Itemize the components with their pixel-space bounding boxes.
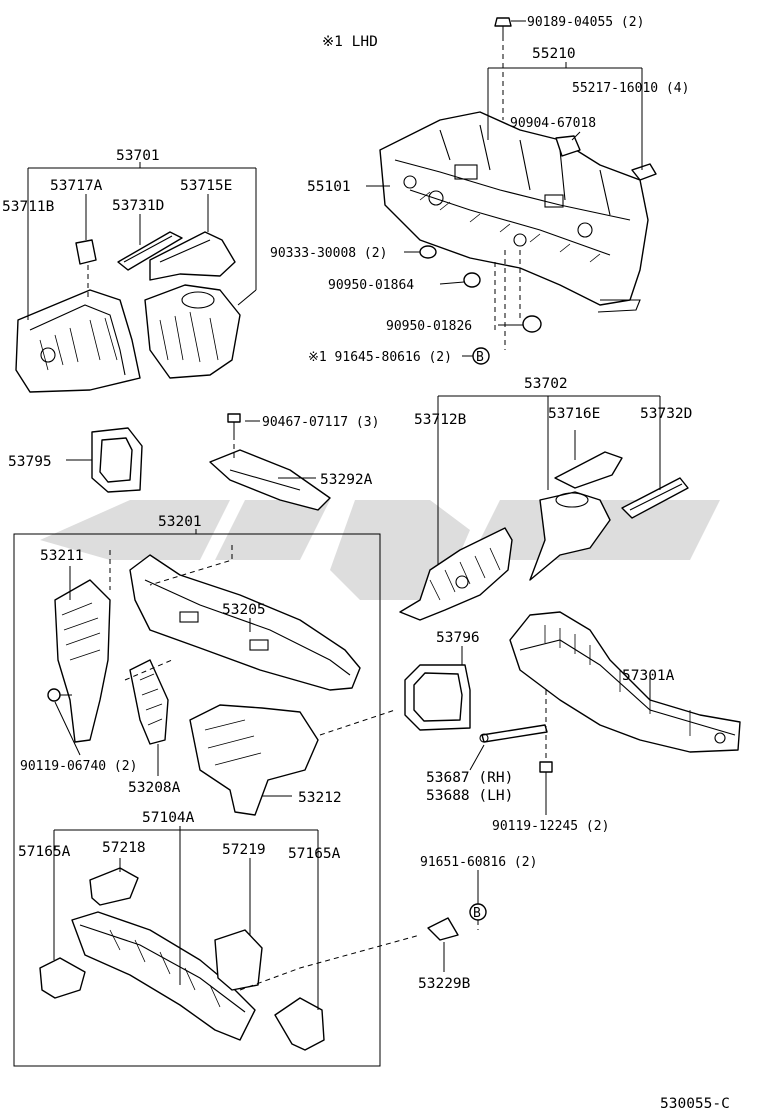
callout-55101: 55101 [307,179,351,195]
seal-53795 [91,427,143,493]
labels: ※1 LHD 90189-04055 (2) 55210 55217-16010… [2,15,730,1112]
reinforcement-53716E [554,451,623,489]
callout-57165A-left: 57165A [18,844,71,860]
callout-90119-12245: 90119-12245 (2) [492,819,609,834]
callout-90189-04055: 90189-04055 (2) [527,15,644,30]
cover-53292A [209,449,331,511]
callout-57165A-right: 57165A [288,846,341,862]
apron-upper-53701 [144,284,241,379]
footer-code: 530055-C [660,1096,730,1112]
bolt-90119-12245 [539,761,553,786]
apron-53711B [15,289,141,393]
callout-53208A: 53208A [128,780,181,796]
callout-53211: 53211 [40,548,84,564]
insulator-90904 [555,135,581,157]
callout-53795: 53795 [8,454,52,470]
callout-53702: 53702 [524,376,568,392]
brace-53208A [129,659,169,745]
callout-53716E: 53716E [548,406,600,422]
callout-91651-60816: 91651-60816 (2) [420,855,537,870]
marker-label: B [476,350,484,365]
marker-b-bottom: B [469,903,487,921]
callout-53732D: 53732D [640,406,692,422]
rod-53687 [479,724,548,743]
callout-90904-67018: 90904-67018 [510,116,596,131]
callout-90333-30008: 90333-30008 (2) [270,246,387,261]
callout-55217-16010: 55217-16010 (4) [572,81,689,96]
clip-90189 [494,17,512,36]
bracket-53229B [427,917,459,941]
leader-lines [27,20,661,1010]
bracket-57218 [89,867,139,906]
callout-53229B: 53229B [418,976,471,992]
callout-90950-01864: 90950-01864 [328,278,414,293]
callout-91645-80616: ※1 91645-80616 (2) [308,350,452,365]
callout-90950-01826: 90950-01826 [386,319,472,334]
callout-53212: 53212 [298,790,342,806]
callout-90467-07117: 90467-07117 (3) [262,415,379,430]
dash-panel-55101 [379,111,649,313]
header-note: ※1 LHD [322,34,378,50]
crossmember-57104A [71,911,256,1041]
front-member-57301A [509,611,741,753]
marker-label-2: B [473,906,481,921]
callout-57301A: 57301A [622,668,675,684]
bracket-57165A-right [274,997,325,1051]
side-member-53211 [54,579,111,743]
callout-53717A: 53717A [50,178,103,194]
callout-53292A: 53292A [320,472,373,488]
assembly-box [13,533,381,1067]
callout-57104A: 57104A [142,810,195,826]
callout-90119-06740: 90119-06740 (2) [20,759,137,774]
callout-53712B: 53712B [414,412,467,428]
callout-53796: 53796 [436,630,480,646]
callout-53701: 53701 [116,148,160,164]
callout-53201: 53201 [158,514,202,530]
bracket-53732D [621,477,689,519]
side-member-53212 [189,704,319,816]
bracket-57219 [214,929,263,991]
callout-53205: 53205 [222,602,266,618]
callout-53715E: 53715E [180,178,232,194]
callout-53731D: 53731D [112,198,164,214]
plug-90333 [419,245,437,259]
seal-53796 [404,664,471,731]
callout-53711B: 53711B [2,199,55,215]
bracket-53731D [117,231,183,271]
plug-90950-01864 [463,272,481,288]
apron-upper-53702 [529,491,611,581]
callout-53688: 53688 (LH) [426,788,513,804]
plug-90950-01826 [522,315,542,333]
bracket-53717A [75,239,97,265]
support-53205 [129,554,361,691]
callout-53687: 53687 (RH) [426,770,513,786]
callout-55210: 55210 [532,46,576,62]
callout-57219: 57219 [222,842,266,858]
marker-b-top: B [472,347,490,365]
clip-90467 [227,413,241,435]
apron-53712B [399,527,513,621]
reinforcement-53715E [149,231,236,281]
callout-57218: 57218 [102,840,146,856]
clip-55217 [631,163,657,181]
bolt-90119-06740 [47,688,72,702]
bracket-57165A-left [39,957,86,999]
